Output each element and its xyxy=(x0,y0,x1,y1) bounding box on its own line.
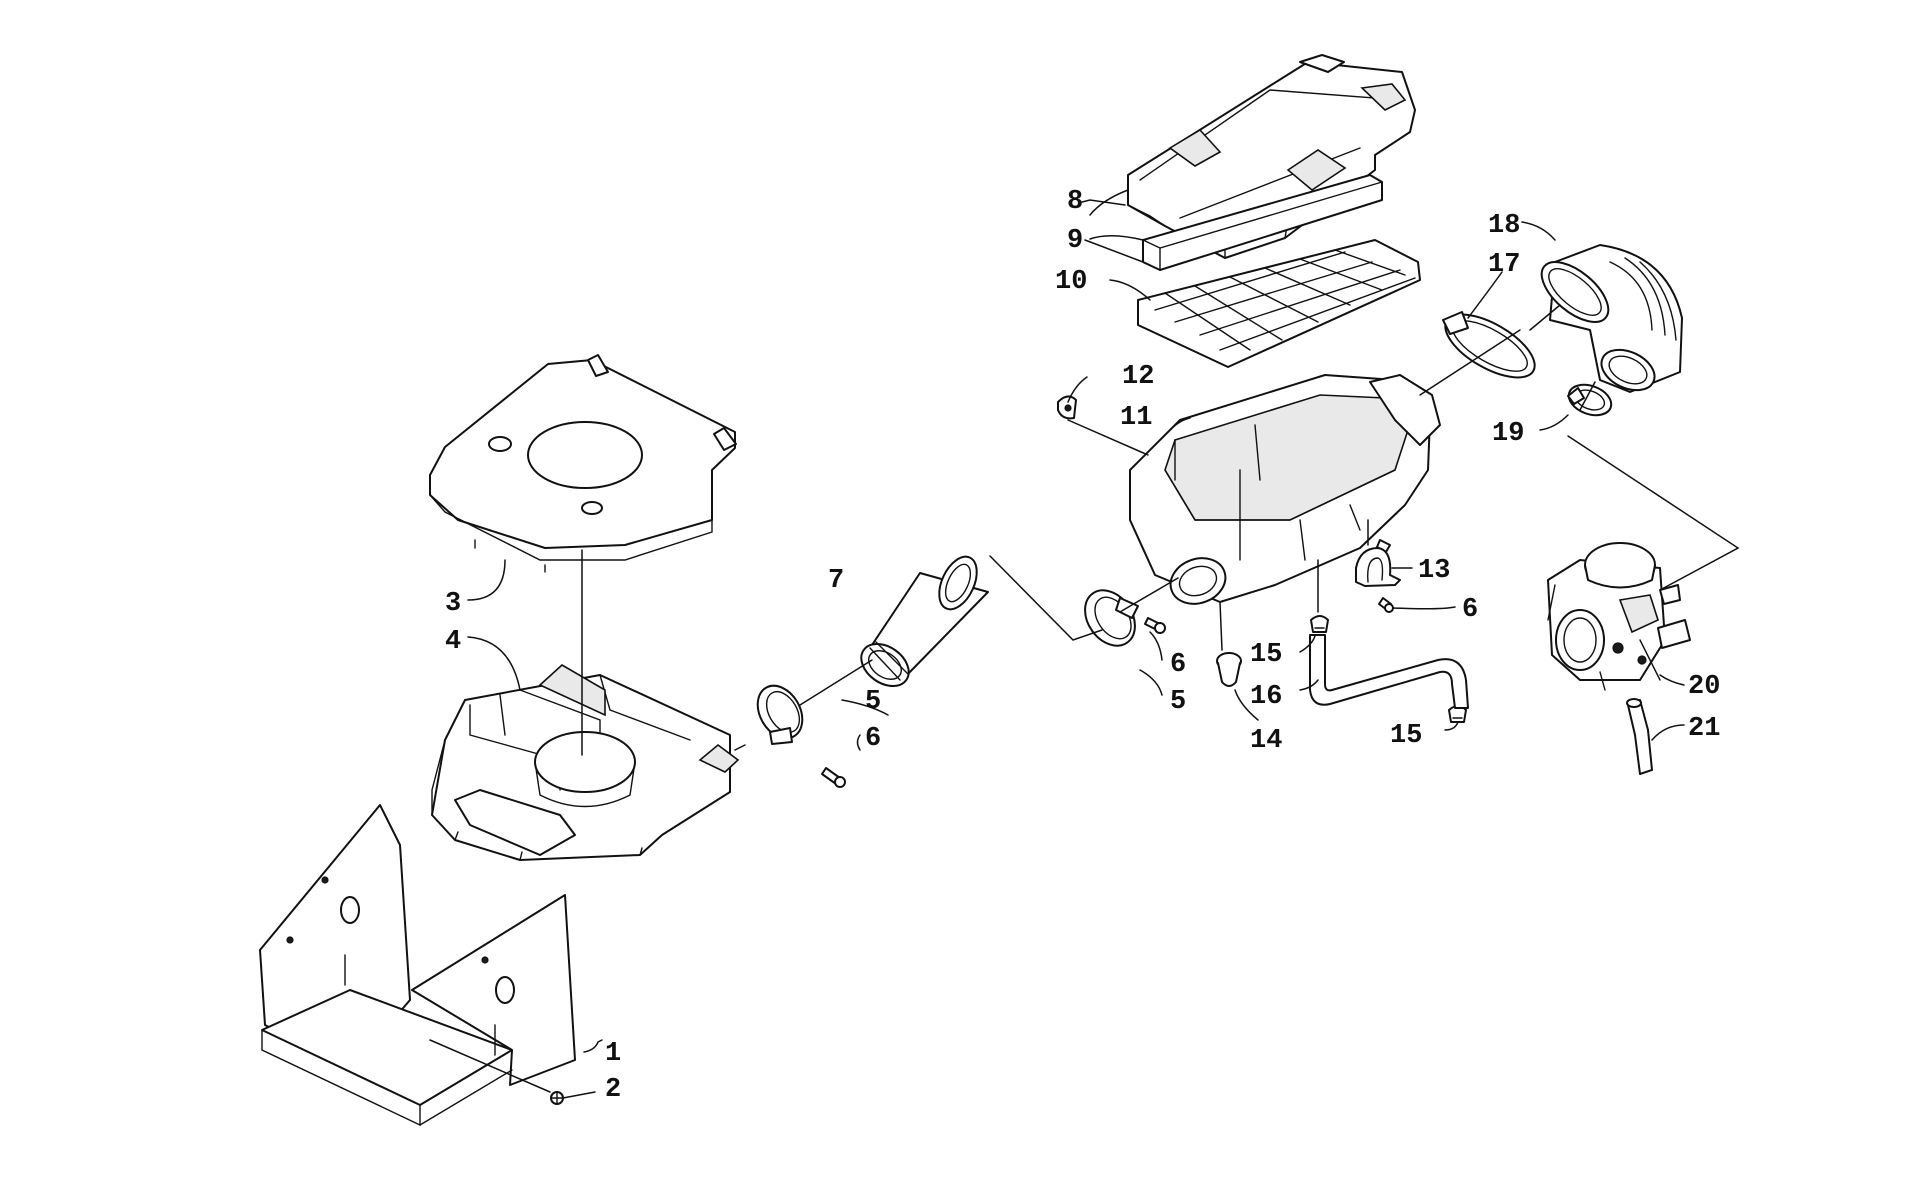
part-4-base-tray xyxy=(431,664,740,861)
callout-5-left: 5 xyxy=(865,687,881,717)
part-14-drain-valve xyxy=(1216,652,1242,687)
callout-4: 4 xyxy=(445,627,461,657)
callout-10: 10 xyxy=(1055,267,1087,297)
callout-21: 21 xyxy=(1688,714,1720,744)
callout-7: 7 xyxy=(828,566,844,596)
part-10-filter-cage xyxy=(1137,239,1421,368)
part-19-clamp xyxy=(1567,383,1613,417)
part-6-screw-right xyxy=(1378,597,1394,613)
callout-3: 3 xyxy=(445,589,461,619)
callout-6-right: 6 xyxy=(1462,595,1478,625)
callout-5-right: 5 xyxy=(1170,687,1186,717)
callout-6-left: 6 xyxy=(865,724,881,754)
callout-leaders xyxy=(467,189,1685,1099)
callout-20: 20 xyxy=(1688,672,1720,702)
callout-1: 1 xyxy=(605,1039,621,1069)
part-6-screw-mid xyxy=(1144,617,1166,634)
callout-8: 8 xyxy=(1067,187,1083,217)
part-21-vent-hose xyxy=(1626,698,1653,775)
part-8-airbox-cover xyxy=(1127,54,1416,259)
part-6-screw-left xyxy=(821,767,846,788)
callout-17: 17 xyxy=(1488,250,1520,280)
callout-19: 19 xyxy=(1492,419,1524,449)
part-18-intake-boot xyxy=(1540,244,1683,393)
callout-18: 18 xyxy=(1488,211,1520,241)
part-20-carburetor xyxy=(1547,542,1691,691)
assembly-lines xyxy=(429,199,1740,1093)
part-5-clamp-left xyxy=(756,684,804,745)
callout-2: 2 xyxy=(605,1075,621,1105)
part-12-clip xyxy=(1057,395,1077,420)
part-15-small-clamp-upper xyxy=(1310,615,1329,633)
part-2-screw xyxy=(550,1091,564,1105)
part-1-mounting-bracket xyxy=(259,804,576,1127)
part-5-clamp-right xyxy=(1084,589,1139,647)
part-17-large-clamp xyxy=(1442,311,1536,379)
part-13-bracket xyxy=(1355,547,1401,587)
callout-15-upper: 15 xyxy=(1250,640,1282,670)
callout-13: 13 xyxy=(1418,556,1450,586)
callout-labels: 1 2 3 4 5 5 6 6 6 7 8 9 10 11 12 13 14 1… xyxy=(445,187,1720,1105)
part-3-cover-plate xyxy=(429,354,737,573)
callout-12: 12 xyxy=(1122,362,1154,392)
part-11-airbox-housing xyxy=(1129,374,1441,605)
callout-14: 14 xyxy=(1250,726,1282,756)
part-16-hose xyxy=(1309,634,1469,709)
callout-6-mid: 6 xyxy=(1170,650,1186,680)
callout-15-lower: 15 xyxy=(1390,721,1422,751)
callout-11: 11 xyxy=(1120,403,1152,433)
callout-16: 16 xyxy=(1250,682,1282,712)
callout-9: 9 xyxy=(1067,226,1083,256)
part-7-intake-tube xyxy=(860,555,989,687)
